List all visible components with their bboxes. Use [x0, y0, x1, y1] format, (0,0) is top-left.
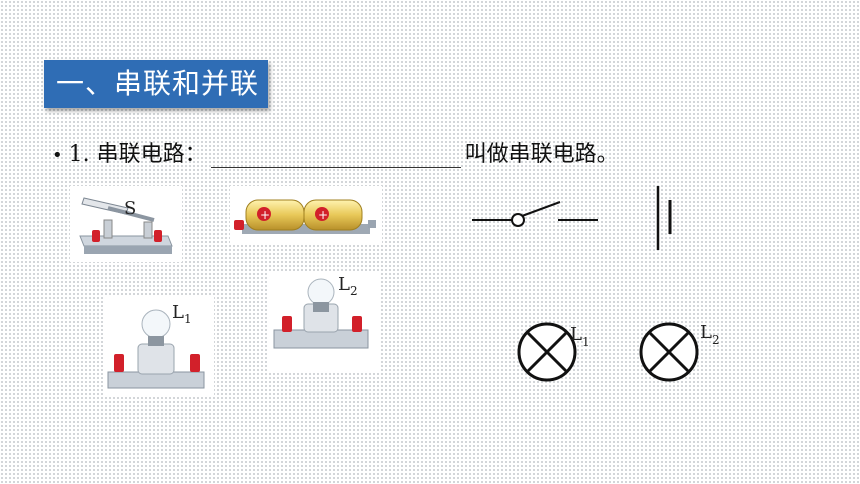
switch-label: S [124, 198, 136, 219]
question-line: •1. 串联电路： 叫做串联电路。 [52, 136, 619, 168]
question-number: 1. [68, 142, 90, 167]
lamp2-label: L [700, 322, 712, 343]
svg-text:L2: L2 [338, 274, 358, 298]
question-suffix: 叫做串联电路。 [464, 142, 619, 167]
switch-symbol [472, 201, 598, 227]
svg-text:+: + [318, 208, 328, 222]
switch-photo: S [70, 186, 182, 262]
answer-blank[interactable] [210, 141, 461, 168]
svg-text:L1: L1 [570, 324, 590, 349]
bulb2-photo: L2 [268, 272, 380, 372]
battery-symbol [656, 186, 672, 250]
bulb1-photo: L1 [104, 296, 214, 396]
bulb1-photo-label: L [172, 302, 184, 323]
lamp1-sub: 1 [582, 335, 590, 349]
svg-text:+: + [260, 208, 270, 222]
bullet: • [52, 145, 63, 166]
battery-photo: + + [230, 186, 382, 244]
bulb2-photo-label: L [338, 274, 350, 295]
lamp1-symbol: L1 [517, 322, 590, 382]
bulb2-photo-sub: 2 [350, 284, 358, 298]
question-label: 串联电路： [96, 142, 207, 167]
svg-text:L1: L1 [172, 302, 192, 326]
lamp2-sub: 2 [712, 333, 720, 347]
lamp1-label: L [570, 324, 582, 345]
bulb1-photo-sub: 1 [184, 312, 192, 326]
section-title: 一、串联和并联 [44, 60, 268, 108]
lamp2-symbol: L2 [639, 322, 720, 382]
svg-text:L2: L2 [700, 322, 720, 347]
